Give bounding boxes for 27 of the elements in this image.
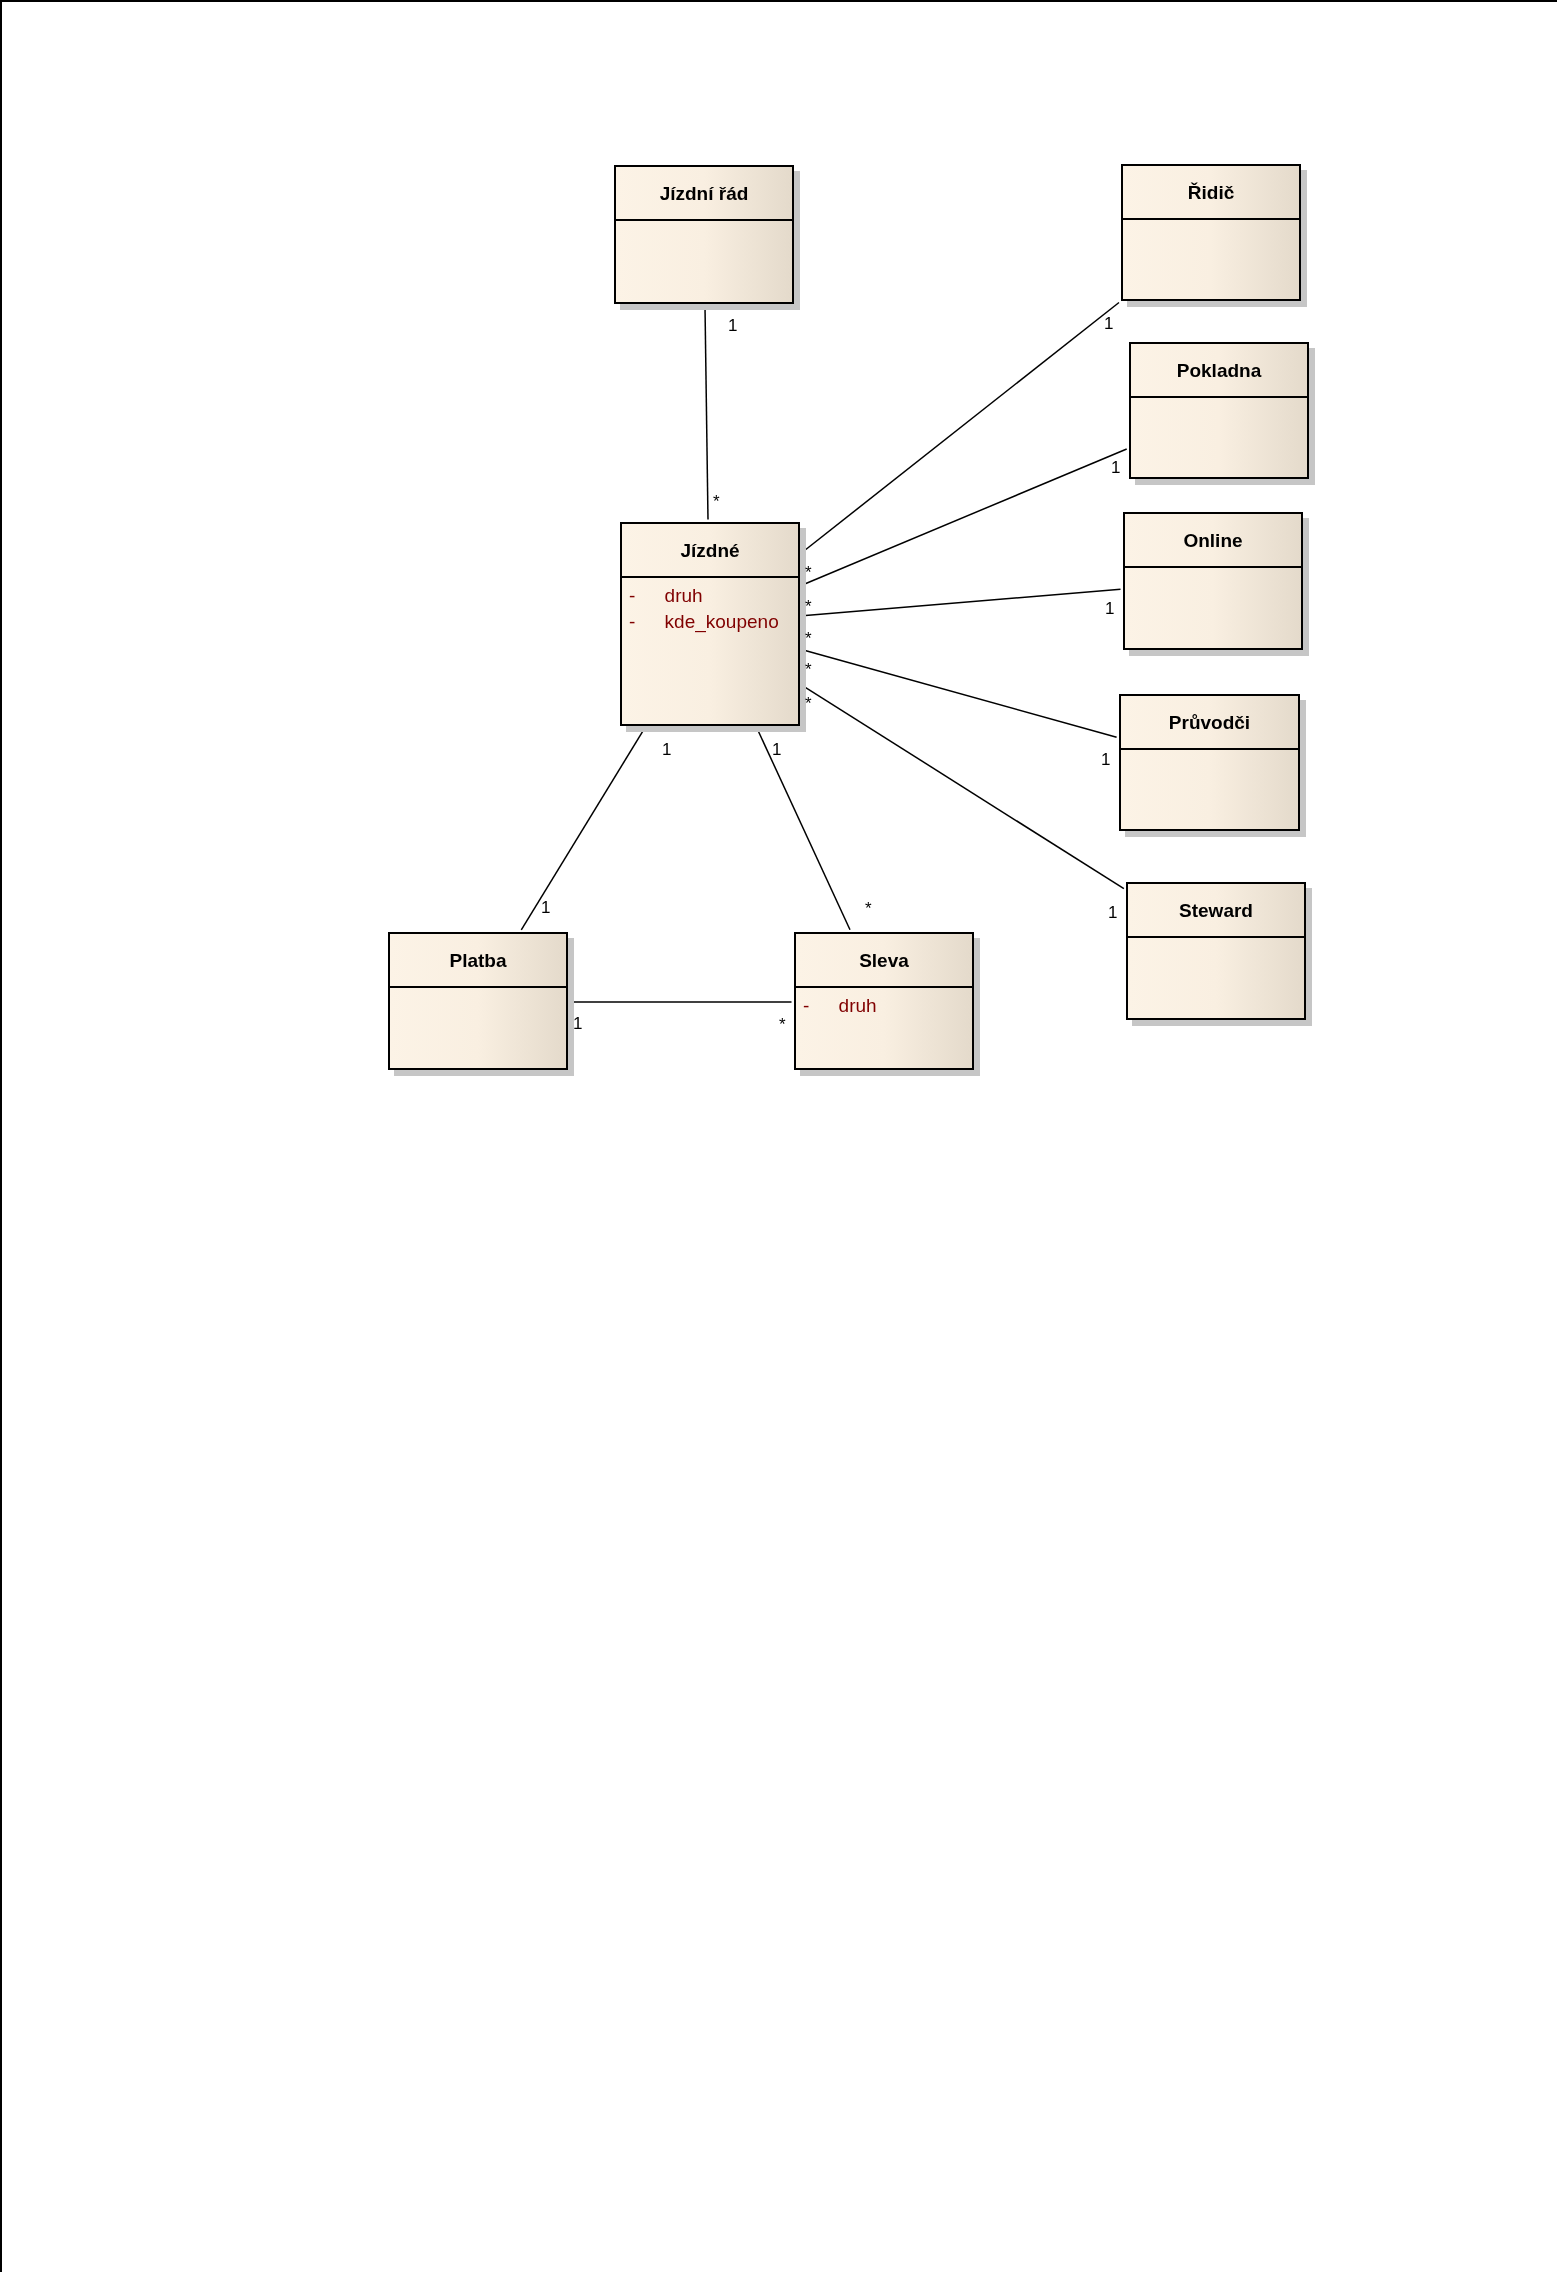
class-name: Jízdní řád — [659, 183, 749, 205]
class-name: Řidič — [1187, 182, 1235, 204]
multiplicity-label: * — [779, 1019, 786, 1031]
class-name: Jízdné — [680, 540, 740, 562]
class-name: Průvodči — [1168, 712, 1251, 734]
class-name: Online — [1183, 530, 1243, 552]
multiplicity-label: 1 — [1105, 603, 1115, 615]
multiplicity-label: * — [805, 601, 812, 613]
multiplicity-label: 1 — [541, 902, 551, 914]
multiplicity-label: * — [805, 567, 812, 579]
multiplicity-label: * — [713, 496, 720, 508]
class-name: Pokladna — [1176, 360, 1262, 382]
class-name: Steward — [1179, 900, 1253, 922]
multiplicity-label: 1 — [1111, 462, 1121, 474]
attribute-text: - kde_koupeno — [629, 611, 779, 633]
attribute-text: - druh — [803, 995, 877, 1017]
multiplicity-label: * — [805, 633, 812, 645]
multiplicity-label: * — [805, 664, 812, 676]
class-name: Platba — [449, 950, 507, 972]
multiplicity-label: * — [805, 698, 812, 710]
attribute-text: - druh — [629, 585, 703, 607]
multiplicity-label: 1 — [772, 744, 782, 756]
multiplicity-label: 1 — [662, 744, 672, 756]
class-name: Sleva — [859, 950, 909, 972]
multiplicity-label: * — [865, 903, 872, 915]
multiplicity-label: 1 — [573, 1018, 583, 1030]
multiplicity-label: 1 — [1104, 318, 1114, 330]
